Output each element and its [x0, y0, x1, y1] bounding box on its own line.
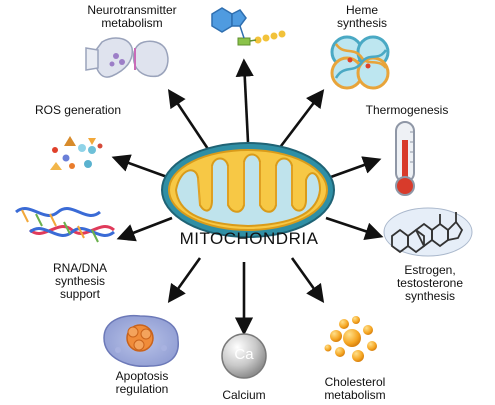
label-neurotransmitter: Neurotransmitter metabolism	[87, 3, 177, 30]
neurotransmitter-molecule-icon	[211, 7, 286, 46]
ros-particles-icon	[50, 136, 103, 170]
label-estrogen: Estrogen, testosterone synthesis	[396, 263, 464, 303]
arrow-ros	[111, 154, 171, 180]
label-rna-dna: RNA/DNA synthesis support	[52, 261, 107, 301]
thermometer-icon	[395, 121, 415, 196]
label-cholesterol: Cholesterol metabolism	[324, 376, 386, 400]
arrow-neuro	[167, 88, 214, 156]
calcium-sphere-icon	[221, 333, 267, 379]
lipid-droplets-icon	[324, 316, 377, 362]
label-heme: Heme synthesis	[336, 3, 388, 30]
arrow-estrogen	[325, 216, 384, 241]
synapse-icon	[85, 37, 169, 78]
arrow-heme	[276, 89, 325, 151]
arrows	[111, 58, 384, 336]
center-label: MITOCHONDRIA	[179, 229, 319, 248]
arrow-rna	[116, 216, 173, 242]
arrow-heme-top	[235, 58, 254, 143]
hemoglobin-icon	[330, 35, 390, 90]
calcium-symbol: Ca	[234, 346, 254, 363]
mitochondrion-icon	[161, 142, 335, 238]
arrow-cholesterol	[290, 257, 325, 303]
label-calcium: Calcium	[222, 389, 266, 400]
label-apoptosis: Apoptosis regulation	[115, 369, 169, 396]
label-thermogenesis: Thermogenesis	[365, 103, 449, 117]
arrow-thermo	[327, 156, 382, 180]
dna-helix-icon	[15, 207, 115, 243]
apoptotic-cell-icon	[103, 314, 179, 367]
steroid-molecule-icon	[383, 207, 473, 257]
arrow-apoptosis	[167, 257, 202, 303]
label-ros: ROS generation	[34, 103, 122, 117]
